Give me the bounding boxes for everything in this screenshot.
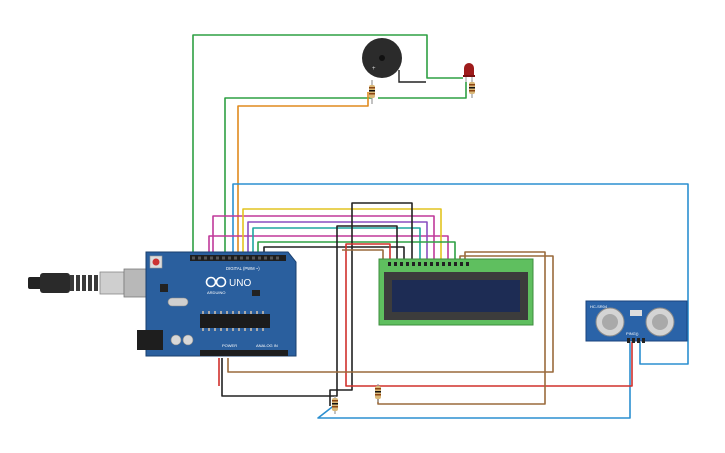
- buzzer-plus-mark: +: [372, 66, 376, 72]
- resistor-lcd-1[interactable]: [332, 396, 338, 414]
- usb-cable: [28, 268, 147, 298]
- resistor-buzzer[interactable]: [369, 80, 375, 104]
- wire-green-lcd[interactable]: [257, 241, 456, 260]
- wire-green-buzzer[interactable]: [192, 34, 463, 258]
- sensor-name: HC-SR04: [590, 304, 608, 309]
- board-brand: ARDUINO: [207, 290, 225, 295]
- wire-brown-1[interactable]: [377, 251, 546, 405]
- wire-black-2[interactable]: [329, 202, 413, 406]
- lcd-display[interactable]: [378, 258, 534, 326]
- analog-header-label: ANALOG IN: [256, 343, 278, 348]
- wire-purple[interactable]: [247, 221, 428, 260]
- microcontroller-chip: [200, 314, 270, 328]
- infinity-logo-icon: [205, 276, 227, 288]
- wire-orange[interactable]: [237, 92, 369, 258]
- sensor-pin-label: PING)): [626, 331, 639, 336]
- wire-black-3[interactable]: [221, 225, 398, 397]
- wire-blue-bottom[interactable]: [317, 342, 631, 419]
- transducer-right: [645, 307, 675, 337]
- digital-header: [190, 255, 286, 261]
- wire-red-1[interactable]: [345, 243, 633, 387]
- power-header-label: POWER: [222, 343, 237, 348]
- board-model: UNO: [229, 278, 251, 289]
- ultrasonic-sensor[interactable]: HC-SR04 PING)): [585, 300, 688, 343]
- lcd-screen: [392, 280, 520, 312]
- power-header: [200, 350, 288, 356]
- wire-brown-2[interactable]: [227, 255, 554, 373]
- wire-green-led[interactable]: [378, 82, 467, 99]
- resistor-led[interactable]: [469, 80, 475, 98]
- wire-green-resistors[interactable]: [224, 97, 372, 258]
- wire-magenta-1[interactable]: [212, 215, 435, 260]
- capacitor: [170, 334, 182, 346]
- led[interactable]: [463, 63, 475, 82]
- wire-blue-top[interactable]: [232, 183, 689, 365]
- transducer-left: [595, 307, 625, 337]
- wires: [192, 34, 689, 419]
- arduino-uno-board[interactable]: DIGITAL (PWM ~) UNO ARDUINO: [137, 251, 297, 357]
- wire-brown-3[interactable]: [342, 249, 384, 260]
- piezo-buzzer[interactable]: +: [362, 38, 426, 83]
- crystal: [167, 297, 189, 307]
- power-jack: [137, 330, 163, 350]
- digital-header-label: DIGITAL (PWM ~): [226, 266, 260, 271]
- resistor-lcd-2[interactable]: [375, 384, 381, 402]
- wire-magenta-2[interactable]: [208, 235, 449, 260]
- wire-yellow[interactable]: [242, 208, 442, 260]
- capacitor: [182, 334, 194, 346]
